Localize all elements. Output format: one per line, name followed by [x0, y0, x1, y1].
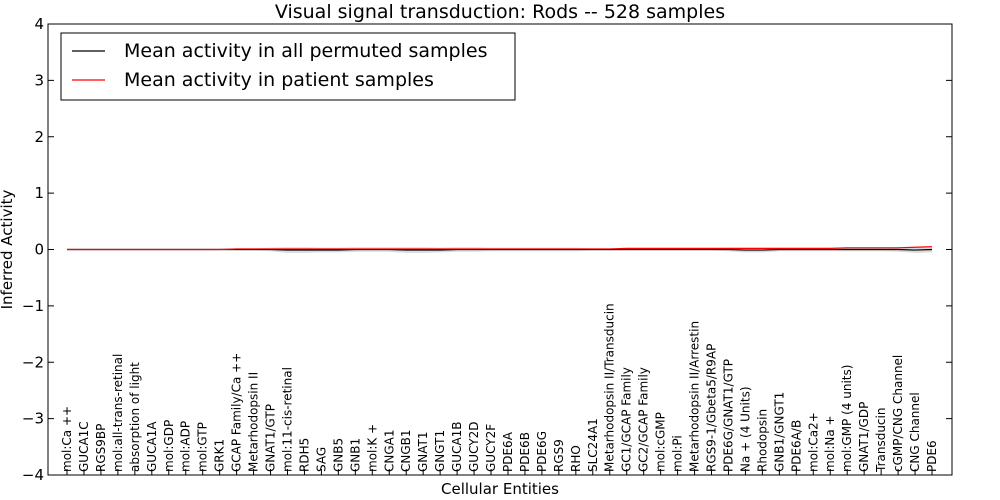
x-tick-label: PDE6: [925, 440, 939, 472]
y-axis-ticks: −4 −3 −2 −1 0 1 2 3 4: [22, 15, 952, 484]
x-tick-label: GNAT1/GTP: [264, 404, 278, 472]
y-tick-label: 1: [34, 184, 44, 202]
x-tick-label: mol:Ca ++: [60, 406, 74, 472]
x-tick-label: PDE6G: [535, 431, 549, 472]
x-tick-label: PDE6A: [501, 431, 515, 472]
series-line-patient: [67, 246, 933, 251]
x-tick-label: GNAT1/GDP: [857, 402, 871, 472]
x-tick-label: mol:11-cis-retinal: [280, 367, 294, 472]
x-tick-label: GUCA1B: [450, 421, 464, 472]
x-tick-label: GUCA1C: [77, 421, 91, 472]
x-tick-label: GCAP Family/Ca ++: [230, 353, 244, 472]
x-tick-label: RHO: [569, 445, 583, 472]
x-tick-label: mol:cGMP: [654, 412, 668, 472]
x-tick-label: GNAT1: [416, 431, 430, 472]
x-tick-label: mol:all-trans-retinal: [111, 354, 125, 472]
x-tick-label: GUCY2D: [467, 422, 481, 472]
x-tick-label: mol:GMP (4 units): [840, 365, 854, 472]
x-tick-label: RGS9BP: [94, 424, 108, 472]
x-tick-label: GUCA1A: [145, 421, 159, 472]
x-tick-label: Metarhodopsin II/Arrestin: [688, 321, 702, 472]
x-tick-label: CNG Channel: [908, 392, 922, 472]
x-tick-label: CNGA1: [382, 430, 396, 473]
x-tick-label: cGMP/CNG Channel: [891, 355, 905, 472]
x-tick-label: mol:Pi: [671, 435, 685, 472]
x-tick-label: CNGB1: [399, 429, 413, 472]
x-tick-label: SLC24A1: [586, 418, 600, 472]
legend-label-permuted: Mean activity in all permuted samples: [124, 40, 487, 62]
legend: Mean activity in all permuted samples Me…: [60, 32, 516, 101]
x-tick-label: mol:K +: [365, 424, 379, 472]
y-tick-label: 4: [34, 15, 44, 33]
x-tick-label: RGS9-1/Gbeta5/R9AP: [705, 344, 719, 472]
x-axis-title: Cellular Entities: [441, 480, 559, 498]
x-tick-label: PDE6G/GNAT1/GTP: [721, 359, 735, 472]
y-axis-title: Inferred Activity: [0, 189, 16, 309]
x-tick-label: mol:Na +: [823, 415, 837, 472]
x-tick-label: GNB5: [331, 438, 345, 472]
x-tick-label: GNB1/GNGT1: [772, 392, 786, 472]
x-tick-label: GC2/GCAP Family: [637, 367, 651, 472]
x-tick-label: GC1/GCAP Family: [620, 367, 634, 472]
series-layer: [67, 246, 933, 251]
x-tick-label: GNGT1: [433, 430, 447, 472]
legend-label-patient: Mean activity in patient samples: [124, 69, 434, 91]
x-tick-label: GNB1: [348, 438, 362, 472]
x-tick-label: mol:GTP: [196, 422, 210, 472]
y-tick-label: −1: [22, 297, 44, 315]
x-tick-label: RGS9: [552, 439, 566, 472]
y-tick-label: −2: [22, 353, 44, 371]
x-tick-label: GUCY2F: [484, 424, 498, 472]
y-tick-label: 2: [34, 128, 44, 146]
x-tick-label: PDE6B: [518, 432, 532, 472]
x-tick-label: GRK1: [213, 439, 227, 472]
x-tick-label: Rhodopsin: [755, 409, 769, 472]
x-tick-label: PDE6A/B: [789, 420, 803, 472]
y-tick-label: 3: [34, 71, 44, 89]
y-tick-label: 0: [34, 241, 44, 259]
x-tick-label: mol:Ca2+: [806, 412, 820, 472]
x-tick-label: Metarhodopsin II/Transducin: [603, 303, 617, 472]
x-tick-label: absorption of light: [128, 362, 142, 472]
x-tick-label: RDH5: [297, 438, 311, 472]
chart-title: Visual signal transduction: Rods -- 528 …: [275, 1, 725, 23]
y-tick-label: −3: [22, 410, 44, 428]
x-tick-label: mol:ADP: [179, 421, 193, 472]
x-tick-label: Na + (4 Units): [738, 386, 752, 472]
x-tick-label: mol:GDP: [162, 420, 176, 472]
y-tick-label: −4: [22, 466, 44, 484]
legend-box: [60, 32, 516, 101]
x-tick-label: Transducin: [874, 408, 888, 473]
x-tick-label: Metarhodopsin II: [247, 372, 261, 472]
x-tick-label: SAG: [314, 447, 328, 472]
